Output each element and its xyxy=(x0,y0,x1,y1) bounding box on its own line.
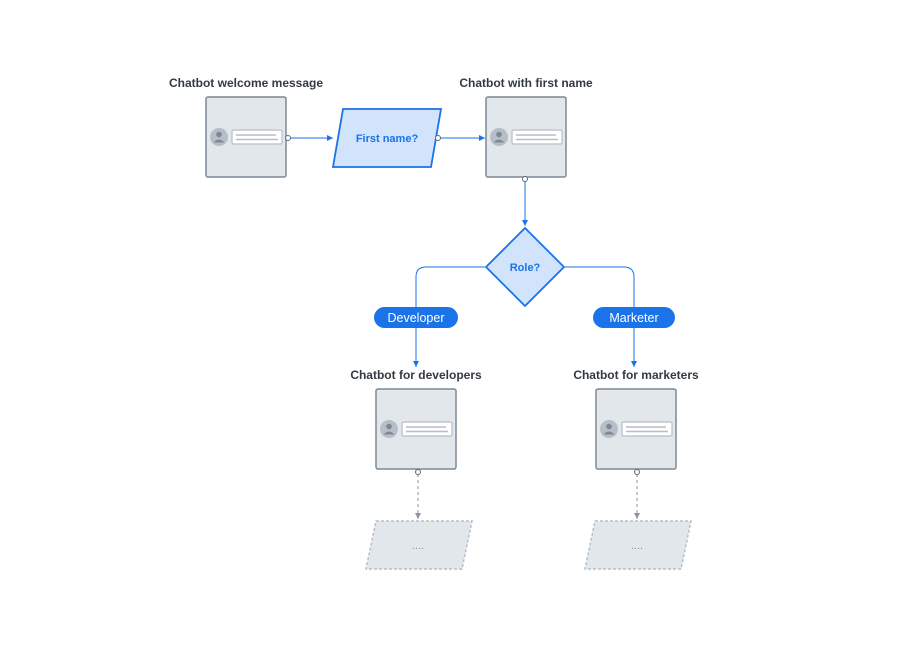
node-role-decision[interactable]: Role? xyxy=(485,227,565,307)
placeholder-label: .... xyxy=(412,540,424,552)
output-port[interactable] xyxy=(435,135,441,141)
input-label: First name? xyxy=(356,133,419,145)
branch-developer[interactable]: Developer xyxy=(374,307,458,328)
connector-role-to-developers xyxy=(413,266,485,367)
connectors xyxy=(290,135,640,519)
output-port[interactable] xyxy=(522,176,528,182)
message-bubble-icon xyxy=(401,421,453,437)
branch-pill xyxy=(593,307,675,328)
avatar-icon xyxy=(490,128,508,146)
node-chatbot-welcome[interactable]: Chatbot welcome message xyxy=(169,76,323,178)
node-title: Chatbot with first name xyxy=(459,76,593,90)
connector-role-to-marketers xyxy=(565,266,637,367)
avatar-icon xyxy=(600,420,618,438)
placeholder-label: .... xyxy=(631,540,643,552)
message-bubble-icon xyxy=(231,129,283,145)
node-title: Chatbot for marketers xyxy=(573,368,699,382)
branch-marketer[interactable]: Marketer xyxy=(593,307,675,328)
avatar-icon xyxy=(380,420,398,438)
placeholder-parallelogram xyxy=(584,520,692,570)
output-port[interactable] xyxy=(634,469,640,475)
node-developers-next-placeholder[interactable]: .... xyxy=(365,520,473,570)
output-port[interactable] xyxy=(415,469,421,475)
input-parallelogram xyxy=(331,108,443,168)
placeholder-parallelogram xyxy=(365,520,473,570)
branch-label: Marketer xyxy=(609,311,658,325)
branch-pill xyxy=(374,307,458,328)
message-bubble-icon xyxy=(511,129,563,145)
node-title: Chatbot for developers xyxy=(350,368,482,382)
avatar-icon xyxy=(210,128,228,146)
output-port[interactable] xyxy=(285,135,291,141)
message-bubble-icon xyxy=(621,421,673,437)
node-chatbot-marketers[interactable]: Chatbot for marketers xyxy=(573,368,699,475)
node-chatbot-with-first-name[interactable]: Chatbot with first name xyxy=(459,76,593,182)
node-chatbot-developers[interactable]: Chatbot for developers xyxy=(350,368,482,475)
decision-label: Role? xyxy=(510,262,541,274)
branch-label: Developer xyxy=(388,311,445,325)
node-title: Chatbot welcome message xyxy=(169,76,323,90)
node-first-name-input[interactable]: First name? xyxy=(331,108,443,168)
node-marketers-next-placeholder[interactable]: .... xyxy=(584,520,692,570)
decision-diamond xyxy=(485,227,565,307)
